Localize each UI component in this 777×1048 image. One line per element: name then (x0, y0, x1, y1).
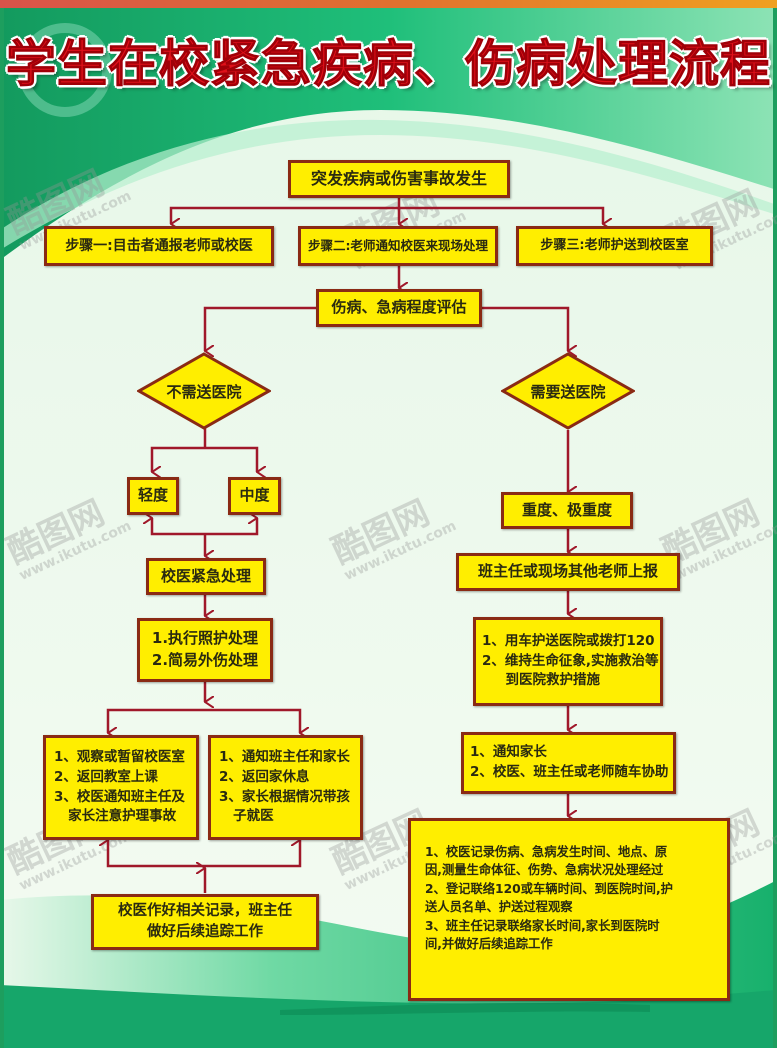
decision-no-hospital-label: 不需送医院 (166, 382, 242, 401)
step-1-box: 步骤一:目击者通报老师或校医 (44, 226, 274, 266)
outcome-item: 2、返回家休息 (219, 768, 310, 785)
hospital-action-item: 2、维持生命征象,实施救治等 (482, 652, 659, 669)
severity-severe-label: 重度、极重度 (521, 500, 612, 519)
start-event-box: 突发疾病或伤害事故发生 (288, 160, 510, 198)
left-record-box: 校医作好相关记录，班主任 做好后续追踪工作 (91, 894, 319, 950)
school-doctor-emergency-box: 校医紧急处理 (146, 558, 266, 595)
decision-need-hospital: 需要送医院 (501, 352, 635, 430)
hospital-record-line: 2、登记联络120或车辆时间、到医院时间,护 (425, 881, 673, 896)
severity-severe-box: 重度、极重度 (501, 492, 633, 529)
hospital-action-item: 到医院救护措施 (482, 672, 600, 689)
outcome-item: 家长注意护理事故 (54, 808, 177, 825)
page-title: 学生在校紧急疾病、伤病处理流程 (6, 35, 771, 94)
step-1-label: 步骤一:目击者通报老师或校医 (65, 237, 253, 254)
outcome-item: 子就医 (219, 808, 274, 825)
hospital-record-box: 1、校医记录伤病、急病发生时间、地点、原 因,测量生命体征、伤势、急病状况处理经… (408, 818, 730, 1001)
outcome-item: 2、返回教室上课 (54, 768, 158, 785)
outcome-go-home-box: 1、通知班主任和家长 2、返回家休息 3、家长根据情况带孩 子就医 (208, 735, 363, 840)
hospital-record-line: 送人员名单、护送过程观察 (425, 900, 573, 915)
outcome-item: 3、校医通知班主任及 (54, 788, 185, 805)
decision-no-hospital: 不需送医院 (137, 352, 271, 430)
top-decorative-strip (0, 0, 777, 8)
level-moderate-label: 中度 (239, 486, 270, 505)
level-mild-label: 轻度 (137, 486, 168, 505)
start-event-label: 突发疾病或伤害事故发生 (310, 169, 487, 189)
left-record-line: 校医作好相关记录，班主任 (118, 902, 292, 919)
outcome-item: 3、家长根据情况带孩 (219, 788, 350, 805)
notify-item: 1、通知家长 (470, 744, 547, 761)
left-actions-box: 1.执行照护处理 2.简易外伤处理 (137, 618, 273, 682)
step-3-label: 步骤三:老师护送到校医室 (540, 237, 689, 253)
school-doctor-emergency-label: 校医紧急处理 (160, 566, 251, 585)
outcome-item: 1、观察或暂留校医室 (54, 749, 185, 766)
step-2-label: 步骤二:老师通知校医来现场处理 (308, 237, 488, 253)
hospital-actions-box: 1、用车护送医院或拨打120 2、维持生命征象,实施救治等 到医院救护措施 (473, 617, 663, 706)
notify-parents-box: 1、通知家长 2、校医、班主任或老师随车协助 (461, 732, 676, 794)
outcome-stay-school-box: 1、观察或暂留校医室 2、返回教室上课 3、校医通知班主任及 家长注意护理事故 (43, 735, 199, 840)
hospital-record-line: 因,测量生命体征、伤势、急病状况处理经过 (425, 863, 664, 878)
left-action-item: 2.简易外伤处理 (151, 651, 259, 669)
step-2-box: 步骤二:老师通知校医来现场处理 (298, 226, 498, 266)
report-label: 班主任或现场其他老师上报 (477, 562, 658, 581)
outcome-item: 1、通知班主任和家长 (219, 749, 350, 766)
assessment-label: 伤病、急病程度评估 (331, 298, 467, 317)
report-box: 班主任或现场其他老师上报 (456, 553, 680, 591)
step-3-box: 步骤三:老师护送到校医室 (516, 226, 713, 266)
hospital-record-line: 3、班主任记录联络家长时间,家长到医院时 (425, 918, 660, 933)
level-moderate-box: 中度 (228, 477, 281, 515)
decision-need-hospital-label: 需要送医院 (530, 382, 606, 401)
notify-item: 2、校医、班主任或老师随车协助 (470, 764, 669, 780)
hospital-record-line: 间,并做好后续追踪工作 (425, 937, 553, 952)
hospital-record-line: 1、校医记录伤病、急病发生时间、地点、原 (425, 845, 668, 859)
level-mild-box: 轻度 (127, 477, 179, 515)
left-action-item: 1.执行照护处理 (151, 629, 259, 648)
left-record-line: 做好后续追踪工作 (147, 924, 263, 940)
assessment-box: 伤病、急病程度评估 (316, 289, 482, 327)
hospital-action-item: 1、用车护送医院或拨打120 (482, 633, 655, 650)
